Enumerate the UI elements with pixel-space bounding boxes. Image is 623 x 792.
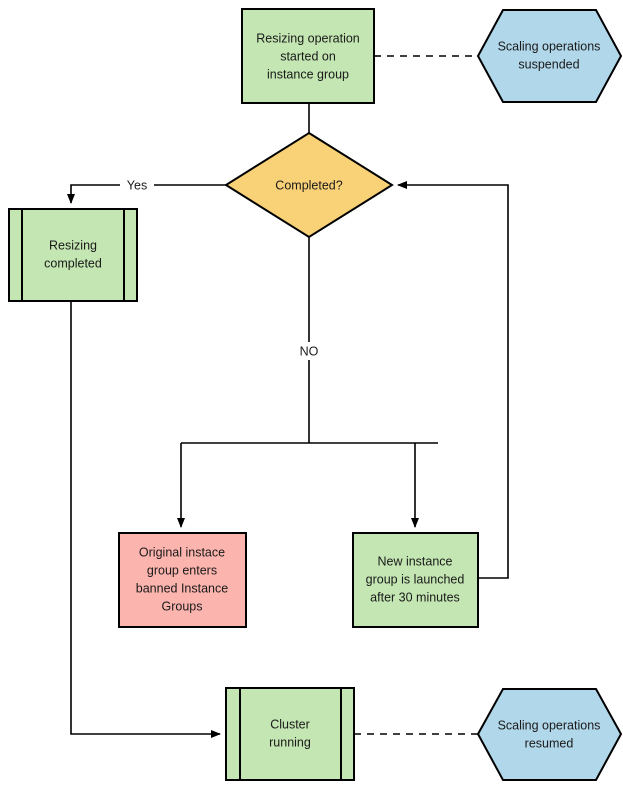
node-cluster-running[interactable]: Cluster running [225,687,355,781]
edge-label-yes: Yes [127,178,147,192]
completed-decision-label: Completed? [275,178,342,192]
original-group-banned-line-4: Groups [162,599,203,613]
original-group-banned-line-2: group enters [147,563,217,577]
resizing-started-line-3: instance group [267,67,349,81]
original-group-banned-box[interactable] [118,532,247,628]
scaling-resumed-line-2: resumed [525,736,574,750]
original-group-banned-line-1: Original instace [139,545,225,559]
node-resizing-started[interactable]: Resizing operation started on instance g… [241,8,375,104]
resizing-completed-box[interactable] [8,208,138,302]
new-group-launched-box[interactable] [352,532,479,628]
node-scaling-suspended[interactable]: Scaling operations suspended [476,9,623,103]
cluster-running-line-1: Cluster [270,717,310,731]
resizing-started-line-1: Resizing operation [256,31,360,45]
edge-resizing-completed-to-cluster [70,301,221,738]
new-group-launched-line-1: New instance [377,554,452,568]
node-scaling-resumed[interactable]: Scaling operations resumed [476,688,623,781]
edge-label-no: NO [300,344,319,358]
connectors-layer [67,55,509,738]
scaling-resumed-line-1: Scaling operations [498,718,601,732]
scaling-suspended-hexagon[interactable] [476,9,623,103]
cluster-running-line-2: running [269,735,311,749]
node-completed-decision[interactable]: Completed? [224,131,394,239]
cluster-running-box[interactable] [225,687,355,781]
scaling-suspended-line-1: Scaling operations [498,39,601,53]
no-label-backdrop [291,342,327,360]
scaling-suspended-line-2: suspended [518,57,579,71]
completed-decision-diamond[interactable] [224,131,394,239]
resizing-started-box[interactable] [241,8,375,104]
new-group-launched-line-2: group is launched [366,572,465,586]
node-original-group-banned[interactable]: Original instace group enters banned Ins… [118,532,247,628]
resizing-completed-line-2: completed [44,256,102,270]
resizing-started-line-2: started on [280,49,336,63]
node-new-group-launched[interactable]: New instance group is launched after 30 … [352,532,479,628]
node-resizing-completed[interactable]: Resizing completed [8,208,138,302]
edge-new-group-back-to-decision [397,181,509,579]
yes-label-backdrop [120,176,154,194]
new-group-launched-line-3: after 30 minutes [370,590,460,604]
original-group-banned-line-3: banned Instance [136,581,228,595]
scaling-resumed-hexagon[interactable] [476,688,623,781]
edge-decision-yes-to-resizing-completed [67,184,226,204]
edge-labels-layer: Yes NO [120,176,327,360]
resizing-completed-line-1: Resizing [49,238,97,252]
